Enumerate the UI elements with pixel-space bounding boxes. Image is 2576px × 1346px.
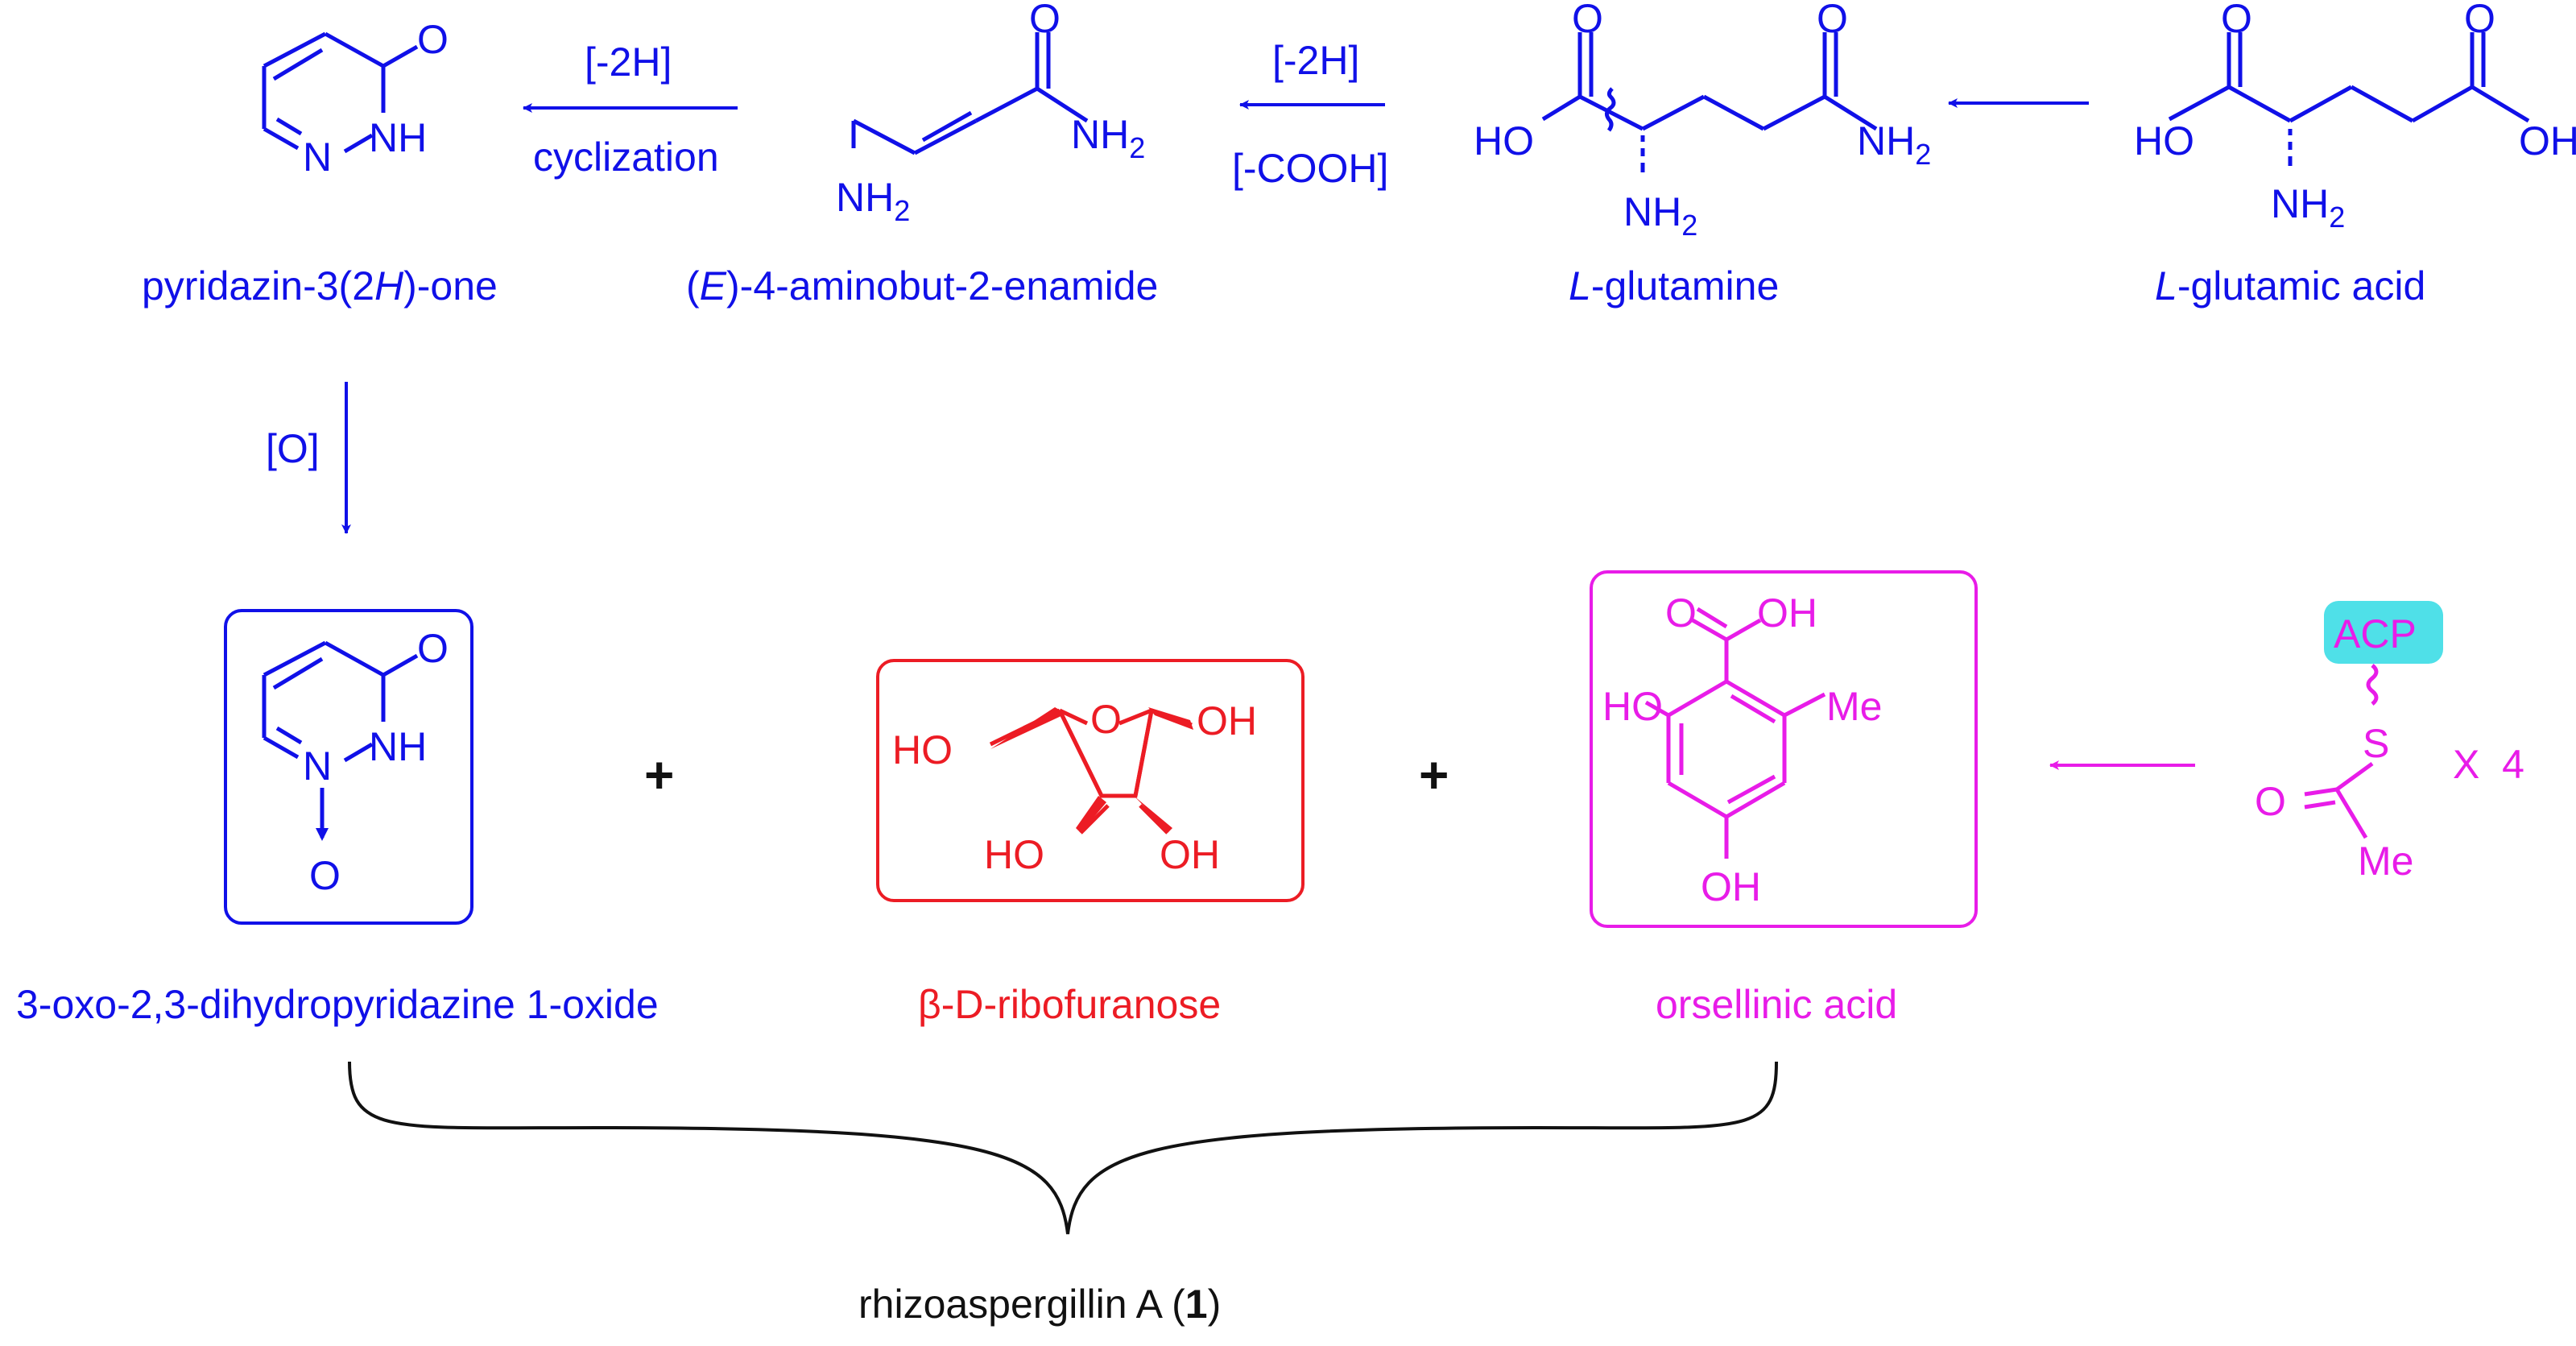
pyridazinone-structure xyxy=(262,31,419,154)
pyridazinone-labels: O NH N pyridazin-3(2H)-one xyxy=(142,17,498,309)
reagent-oxidation: [O] xyxy=(266,426,320,471)
aminobutenamide-o: O xyxy=(1029,0,1061,41)
ribofuranose-o-ring: O xyxy=(1090,697,1122,742)
glutamic-acid-name: L-glutamic acid xyxy=(2155,263,2425,309)
aminobutenamide-structure xyxy=(851,32,1089,155)
orsellinic-box xyxy=(1590,570,1978,928)
ribofuranose-labels: HO O OH HO OH β-D-ribofuranose xyxy=(892,697,1257,1027)
oxide-o-bottom: O xyxy=(309,853,341,898)
oxide-o: O xyxy=(417,626,449,671)
acyl-acp-structure xyxy=(2304,664,2379,839)
glutamic-acid-structure xyxy=(2168,32,2530,166)
ribofuranose-oh-bottom: OH xyxy=(1160,832,1220,877)
aminobutenamide-nh2-amine: NH2 xyxy=(836,175,910,227)
reagent-dehydrogenation-1: [-2H] xyxy=(1272,38,1359,83)
orsellinic-me: Me xyxy=(1826,684,1882,729)
ribofuranose-ho-bottom: HO xyxy=(984,832,1044,877)
orsellinic-labels: O OH HO Me OH orsellinic acid xyxy=(1602,590,1897,1027)
glutamic-o1: O xyxy=(2221,0,2252,41)
glutamic-acid-labels: HO OH O O NH2 L-glutamic acid xyxy=(2134,0,2576,309)
product-name: rhizoaspergillin A (1) xyxy=(858,1282,1221,1327)
reagent-decarboxylation: [-COOH] xyxy=(1232,146,1388,191)
acyl-acp-me: Me xyxy=(2358,839,2413,884)
plus-sign-2: + xyxy=(1419,746,1449,804)
acyl-acp-multiplier: X 4 xyxy=(2453,742,2524,787)
glutamic-o2: O xyxy=(2464,0,2495,41)
pyridazine-oxide-structure xyxy=(262,640,419,838)
ribofuranose-wedges xyxy=(990,707,1193,833)
orsellinic-o-acid: O xyxy=(1665,590,1697,636)
aminobutenamide-name: (E)-4-aminobut-2-enamide xyxy=(686,263,1158,309)
glutamine-labels: HO O O NH2 NH2 L-glutamine xyxy=(1474,0,1931,309)
acp-tag xyxy=(2324,601,2443,664)
curly-brace xyxy=(348,1061,1778,1235)
glutamine-o1: O xyxy=(1572,0,1603,41)
oxide-n: N xyxy=(303,743,332,789)
orsellinic-name: orsellinic acid xyxy=(1656,982,1897,1027)
orsellinic-oh-bottom: OH xyxy=(1701,864,1761,909)
reagent-cyclization: cyclization xyxy=(533,135,719,180)
pyridazine-oxide-labels: O NH N O 3-oxo-2,3-dihydropyridazine 1-o… xyxy=(16,626,659,1027)
glutamine-ho: HO xyxy=(1474,118,1534,164)
orsellinic-oh-acid: OH xyxy=(1757,590,1817,636)
ribofuranose-ho-left: HO xyxy=(892,727,953,772)
glutamine-nh2-amide: NH2 xyxy=(1857,118,1931,171)
orsellinic-structure xyxy=(1644,607,1826,859)
glutamine-structure xyxy=(1541,32,1878,172)
acp-label: ACP xyxy=(2334,611,2417,656)
pyridazinone-n: N xyxy=(303,135,332,180)
aminobutenamide-nh2-amide: NH2 xyxy=(1071,112,1145,164)
pyridazinone-nh: NH xyxy=(369,115,427,160)
pyridazinone-o: O xyxy=(417,17,449,62)
glutamine-name: L-glutamine xyxy=(1569,263,1779,309)
orsellinic-ho: HO xyxy=(1602,684,1663,729)
acyl-acp-s: S xyxy=(2363,721,2389,766)
glutamic-oh-right: OH xyxy=(2519,118,2576,164)
ribofuranose-name: β-D-ribofuranose xyxy=(918,982,1221,1027)
aminobutenamide-labels: O NH2 NH2 (E)-4-aminobut-2-enamide xyxy=(686,0,1158,309)
oxide-nh: NH xyxy=(369,724,427,769)
pyridazine-oxide-box xyxy=(224,609,473,925)
glutamic-oh-left: HO xyxy=(2134,118,2194,164)
ribofuranose-oh-right: OH xyxy=(1197,698,1257,743)
glutamine-o2: O xyxy=(1817,0,1848,41)
pyridazinone-name: pyridazin-3(2H)-one xyxy=(142,263,498,309)
plus-sign-1: + xyxy=(644,746,674,804)
acyl-acp-labels: S O Me X 4 xyxy=(2255,721,2524,884)
reagent-dehydrogenation-2: [-2H] xyxy=(585,39,672,85)
pyridazine-oxide-name: 3-oxo-2,3-dihydropyridazine 1-oxide xyxy=(16,982,659,1027)
ribofuranose-box xyxy=(876,659,1305,902)
glutamic-nh2: NH2 xyxy=(2271,181,2345,234)
acyl-acp-o: O xyxy=(2255,779,2286,824)
glutamine-nh2-alpha: NH2 xyxy=(1623,189,1697,242)
